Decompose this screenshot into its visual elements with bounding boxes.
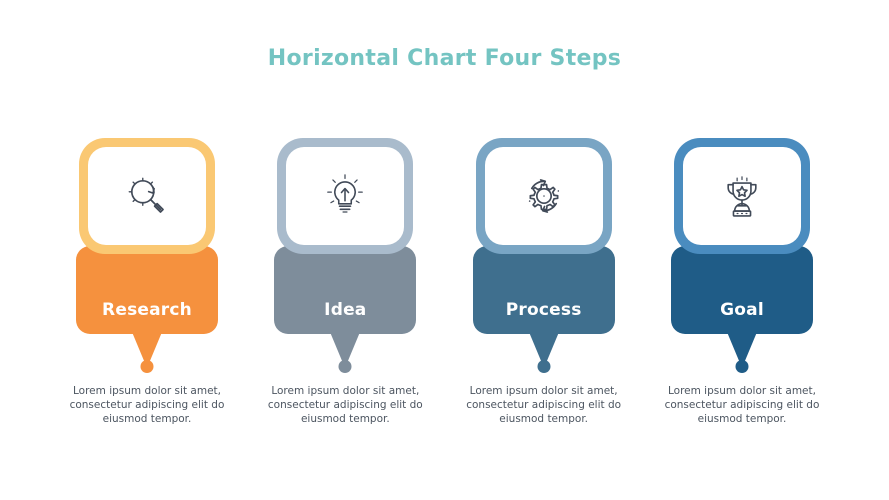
magnifier-refresh-icon: [120, 169, 174, 223]
banner-label: Research: [102, 300, 192, 320]
icon-panel: [88, 147, 206, 245]
step-card-idea[interactable]: Idea: [262, 138, 428, 425]
banner-label: Goal: [720, 300, 764, 320]
banner-body: Idea: [274, 246, 417, 334]
banner-body: Process: [472, 246, 615, 334]
step-description: Lorem ipsum dolor sit amet, consectetur …: [466, 385, 622, 426]
banner-body: Goal: [670, 246, 813, 334]
step-dot: [735, 360, 749, 373]
icon-ring: [79, 138, 215, 254]
page-title: Horizontal Chart Four Steps: [267, 46, 622, 71]
step-card-goal[interactable]: Goal: [659, 138, 825, 425]
icon-panel: [484, 147, 603, 245]
banner-label: Idea: [324, 300, 367, 320]
banner-body: Research: [76, 246, 218, 334]
step-dot: [537, 360, 551, 373]
icon-ring: [475, 138, 612, 254]
banner-goal: Goal: [670, 246, 813, 368]
step-dot: [140, 360, 154, 373]
banner-research: Research: [76, 246, 218, 368]
banner-label: Process: [505, 300, 582, 320]
icon-panel: [682, 147, 801, 245]
gear-arrows-icon: [517, 169, 571, 223]
step-dot: [338, 360, 352, 373]
trophy-star-icon: [716, 169, 768, 223]
icon-ring: [277, 138, 414, 254]
step-card-research[interactable]: Research: [64, 138, 230, 425]
banner-idea: Idea: [274, 246, 417, 368]
step-card-process[interactable]: Process: [461, 138, 627, 425]
step-description: Lorem ipsum dolor sit amet, consectetur …: [69, 385, 225, 426]
step-description: Lorem ipsum dolor sit amet, consectetur …: [664, 385, 820, 426]
step-description: Lorem ipsum dolor sit amet, consectetur …: [267, 385, 423, 426]
banner-process: Process: [472, 246, 615, 368]
lightbulb-arrow-icon: [320, 169, 370, 223]
icon-panel: [286, 147, 405, 245]
steps-row: Research: [64, 138, 825, 425]
icon-ring: [673, 138, 810, 254]
